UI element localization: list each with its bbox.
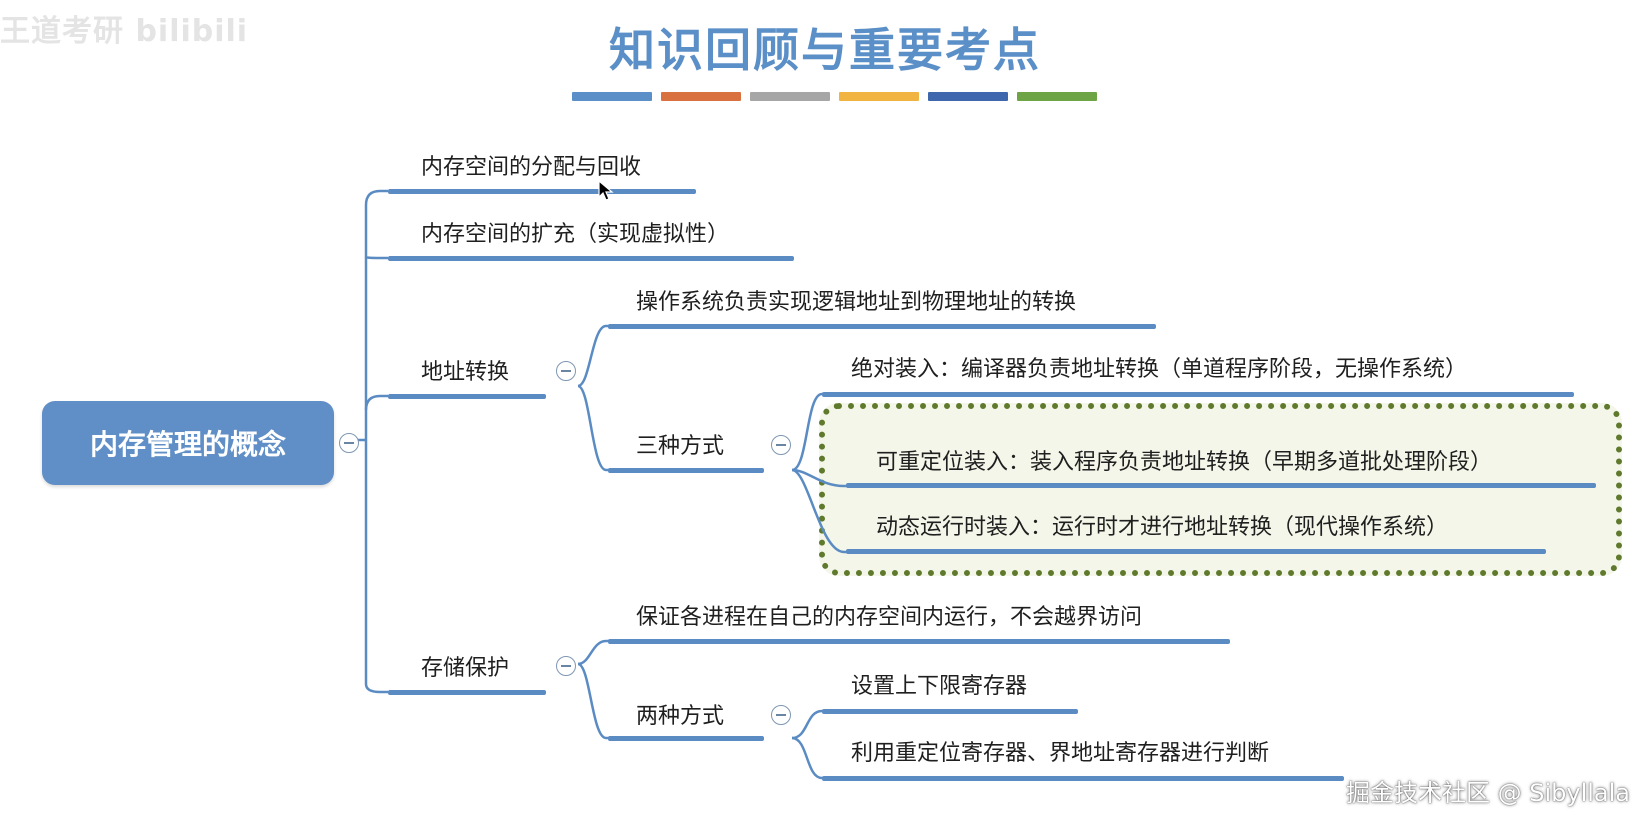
connector-regs	[791, 736, 826, 780]
node-regs-label: 利用重定位寄存器、界地址寄存器进行判断	[851, 741, 1270, 766]
color-bar-6	[1017, 92, 1097, 101]
node-alloc-underline	[388, 189, 696, 194]
node-two-underline	[608, 736, 764, 741]
connector-ensure	[577, 639, 612, 666]
connector-dynamic	[791, 468, 848, 554]
connector-addr	[364, 394, 388, 411]
collapse-root-icon[interactable]	[339, 433, 359, 453]
collapse-protect-icon[interactable]	[556, 656, 576, 676]
node-dynamic-label: 动态运行时装入：运行时才进行地址转换（现代操作系统）	[876, 515, 1449, 540]
connector-three	[577, 384, 612, 472]
connector-bounds	[791, 709, 826, 740]
color-bar-5	[928, 92, 1008, 101]
color-bar-3	[750, 92, 830, 101]
collapse-three-icon[interactable]	[771, 435, 791, 455]
node-two-label: 两种方式	[636, 704, 725, 729]
highlight-box	[819, 403, 1622, 576]
mouse-cursor-icon	[598, 180, 614, 201]
node-bounds-label: 设置上下限寄存器	[851, 674, 1028, 699]
node-absolute-underline	[822, 392, 1574, 397]
node-relocatable-label: 可重定位装入：装入程序负责地址转换（早期多道批处理阶段）	[876, 450, 1493, 475]
node-ensure-underline	[608, 639, 1230, 644]
node-ensure-label: 保证各进程在自己的内存空间内运行，不会越界访问	[636, 605, 1143, 630]
root-node-label: 内存管理的概念	[89, 428, 286, 461]
color-bar-2	[661, 92, 741, 101]
node-absolute-label: 绝对装入：编译器负责地址转换（单道程序阶段，无操作系统）	[851, 357, 1468, 382]
node-relocatable-underline	[846, 483, 1596, 488]
node-regs-underline	[822, 776, 1344, 781]
connector-expand	[364, 255, 388, 260]
node-addr-label: 地址转换	[421, 360, 510, 385]
node-dynamic-underline	[846, 549, 1546, 554]
node-protect-label: 存储保护	[421, 656, 510, 681]
node-three-underline	[608, 468, 764, 473]
color-bar-1	[572, 92, 652, 101]
color-bar-4	[839, 92, 919, 101]
node-three-label: 三种方式	[636, 434, 725, 459]
node-os-resp-label: 操作系统负责实现逻辑地址到物理地址的转换	[636, 290, 1077, 315]
node-expand-label: 内存空间的扩充（实现虚拟性）	[421, 222, 730, 247]
node-expand-underline	[388, 256, 794, 261]
node-addr-underline	[388, 394, 546, 399]
connector-two	[577, 662, 612, 740]
page-title: 知识回顾与重要考点	[609, 23, 1041, 77]
node-bounds-underline	[822, 709, 1078, 714]
watermark-logo: 王道考研 bilibili	[0, 14, 249, 49]
node-os-resp-underline	[608, 324, 1156, 329]
connector-absolute	[791, 392, 826, 472]
connector-alloc	[364, 189, 388, 206]
root-node[interactable]: 内存管理的概念	[42, 401, 334, 485]
node-protect-underline	[388, 690, 546, 695]
collapse-addr-icon[interactable]	[556, 361, 576, 381]
connector-relocatable	[791, 468, 848, 488]
node-alloc-label: 内存空间的分配与回收	[421, 155, 642, 180]
connector-os-resp	[577, 324, 612, 388]
watermark-bottom-right: 掘金技术社区 @ Sibyllala	[1345, 779, 1630, 807]
connector-protect	[364, 683, 388, 694]
collapse-two-icon[interactable]	[771, 705, 791, 725]
